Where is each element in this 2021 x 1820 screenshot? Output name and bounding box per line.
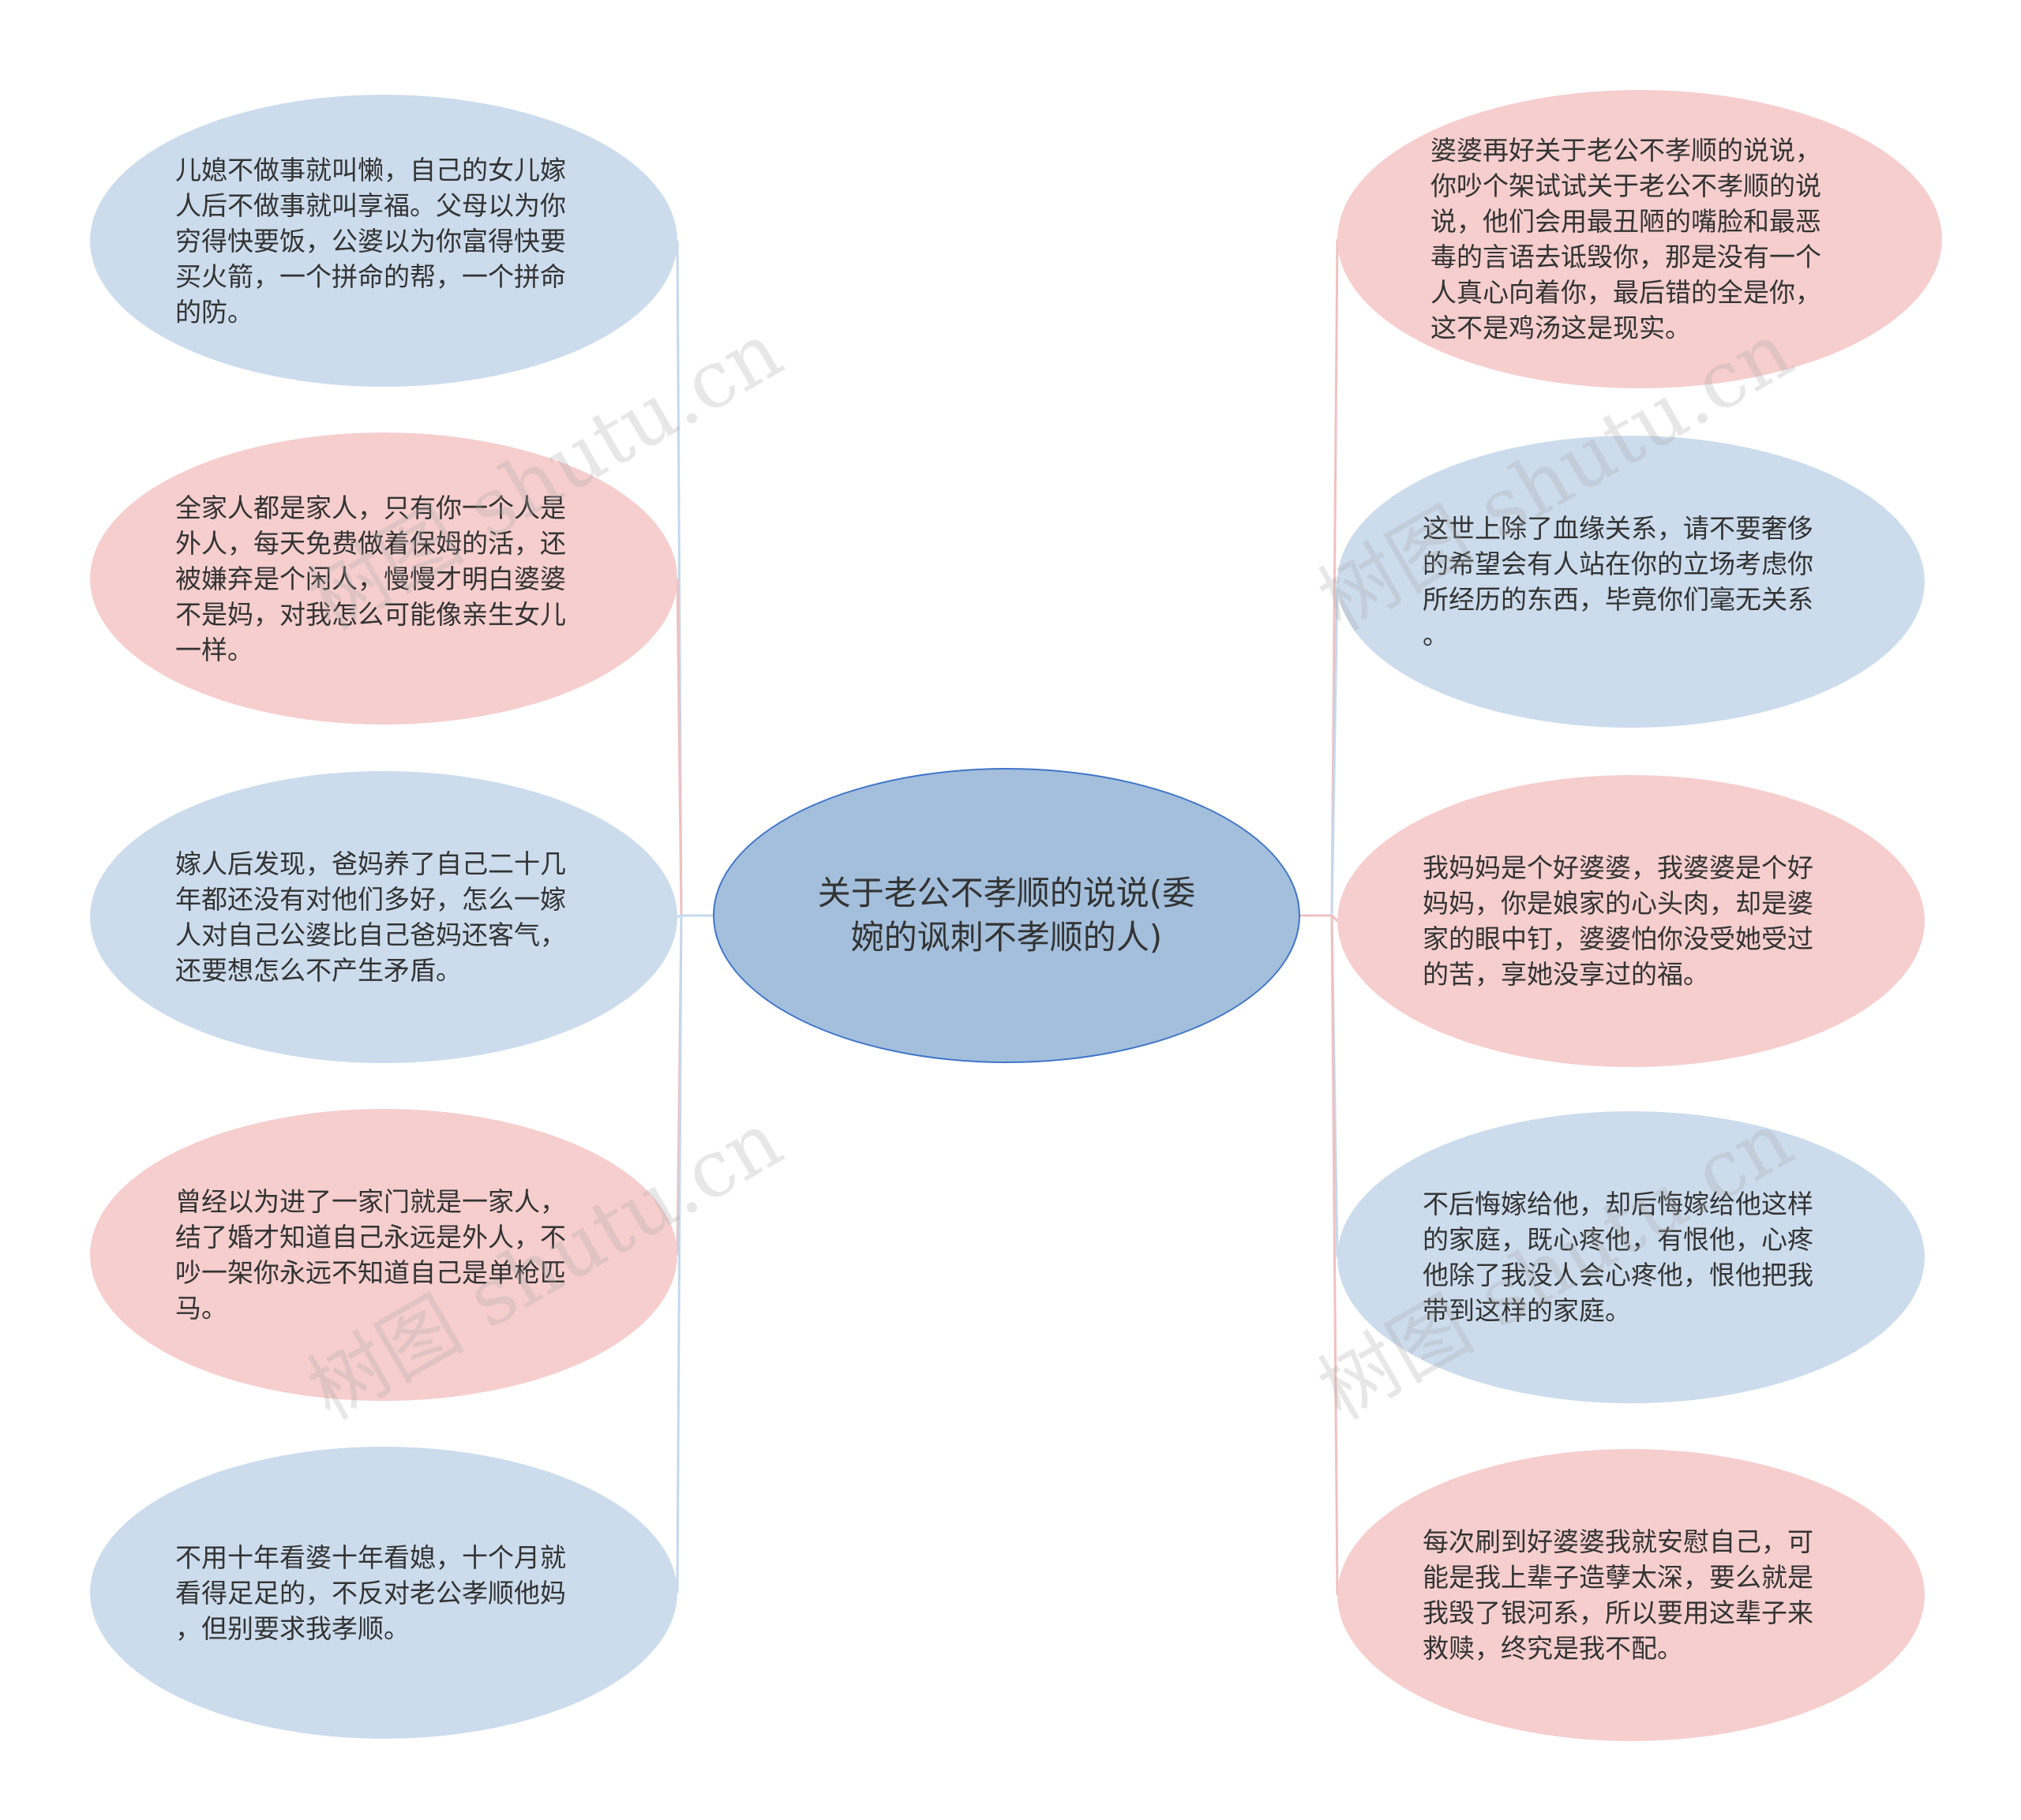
right-node-5[interactable]: 每次刷到好婆婆我就安慰自己，可 能是我上辈子造孽太深，要么就是 我毁了银河系，所… [1337,1449,1925,1741]
left-node-1[interactable]: 儿媳不做事就叫懒，自己的女儿嫁 人后不做事就叫享福。父母以为你 穷得快要饭，公婆… [90,95,677,387]
left-node-3-text: 嫁人后发现，爸妈养了自己二十几 年都还没有对他们多好，怎么一嫁 人对自己公婆比自… [175,848,566,986]
left-node-4-text: 曾经以为进了一家门就是一家人， 结了婚才知道自己永远是外人，不 吵一架你永远不知… [175,1186,566,1324]
left-node-5-text: 不用十年看婆十年看媳，十个月就 看得足足的，不反对老公孝顺他妈 ，但别要求我孝顺… [175,1541,566,1644]
left-node-3[interactable]: 嫁人后发现，爸妈养了自己二十几 年都还没有对他们多好，怎么一嫁 人对自己公婆比自… [90,771,677,1063]
right-node-2-text: 这世上除了血缘关系，请不要奢侈 的希望会有人站在你的立场考虑你 所经历的东西，毕… [1423,513,1813,650]
connector-left-2 [676,578,713,917]
central-topic[interactable]: 关于老公不孝顺的说说(委 婉的讽刺不孝顺的人) [713,768,1300,1063]
left-node-1-text: 儿媳不做事就叫懒，自己的女儿嫁 人后不做事就叫享福。父母以为你 穷得快要饭，公婆… [175,154,566,328]
connector-right-2 [1300,581,1339,917]
connector-left-5 [676,914,713,1593]
right-node-1[interactable]: 婆婆再好关于老公不孝顺的说说， 你吵个架试试关于老公不孝顺的说 说，他们会用最丑… [1337,90,1942,388]
right-node-2[interactable]: 这世上除了血缘关系，请不要奢侈 的希望会有人站在你的立场考虑你 所经历的东西，毕… [1337,436,1925,728]
connector-right-5 [1300,914,1339,1596]
right-node-3[interactable]: 我妈妈是个好婆婆，我婆婆是个好 妈妈，你是娘家的心头肉，却是婆 家的眼中钉，婆婆… [1337,775,1925,1067]
right-node-5-text: 每次刷到好婆婆我就安慰自己，可 能是我上辈子造孽太深，要么就是 我毁了银河系，所… [1423,1526,1813,1664]
connector-left-1 [676,240,713,917]
connector-right-1 [1300,238,1339,917]
central-topic-text: 关于老公不孝顺的说说(委 婉的讽刺不孝顺的人) [817,874,1196,957]
right-node-4-text: 不后悔嫁给他，却后悔嫁给他这样 的家庭，既心疼他，有恨他，心疼 他除了我没人会心… [1423,1189,1813,1326]
connector-left-4 [676,914,713,1256]
right-node-4[interactable]: 不后悔嫁给他，却后悔嫁给他这样 的家庭，既心疼他，有恨他，心疼 他除了我没人会心… [1337,1111,1925,1403]
right-node-3-text: 我妈妈是个好婆婆，我婆婆是个好 妈妈，你是娘家的心头肉，却是婆 家的眼中钉，婆婆… [1423,852,1813,990]
left-node-2[interactable]: 全家人都是家人，只有你一个人是 外人，每天免费做着保姆的活，还 被嫌弃是个闲人，… [90,433,677,725]
left-node-2-text: 全家人都是家人，只有你一个人是 外人，每天免费做着保姆的活，还 被嫌弃是个闲人，… [175,492,566,665]
left-node-4[interactable]: 曾经以为进了一家门就是一家人， 结了婚才知道自己永远是外人，不 吵一架你永远不知… [90,1109,677,1401]
left-node-5[interactable]: 不用十年看婆十年看媳，十个月就 看得足足的，不反对老公孝顺他妈 ，但别要求我孝顺… [90,1447,677,1739]
right-node-1-text: 婆婆再好关于老公不孝顺的说说， 你吵个架试试关于老公不孝顺的说 说，他们会用最丑… [1430,135,1821,343]
